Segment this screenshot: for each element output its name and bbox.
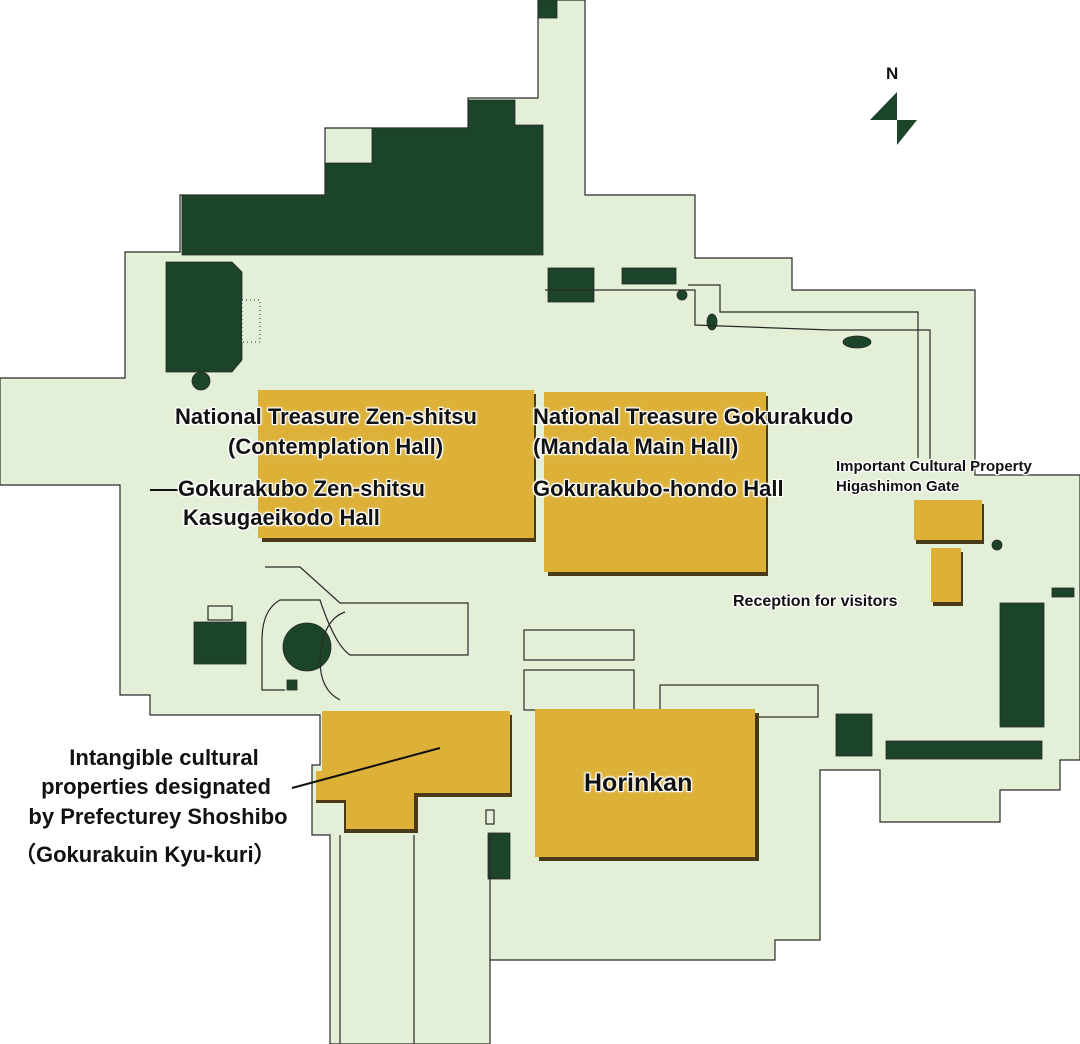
west-hall-stairs [241,299,261,343]
west-hall-block [165,261,243,373]
east-long-building [999,602,1045,728]
south-corridor [339,835,415,1044]
zenshitsu-alt-label-1: Gokurakubo Zen-shitsu [178,476,425,501]
central-annex-2 [523,669,635,711]
north-pond [706,313,718,331]
north-lantern [676,289,688,301]
shoshibo-label-4: （Gokurakuin Kyu-kuri） [14,842,276,867]
shoshibo-label-3: by Prefecturey Shoshibo [28,804,288,829]
gokurakudo-alt-label: Gokurakubo-hondo Hall [533,476,784,501]
central-small-post [286,679,298,691]
shoshibo-label-2: properties designated [41,774,271,799]
zenshitsu-label-2: (Contemplation Hall) [228,434,444,459]
east-pond [842,335,872,349]
inner-curved-path [319,611,346,701]
shoshibo-building [316,711,510,829]
reception-label: Reception for visitors [733,593,898,610]
south-post [485,809,495,825]
central-annex-1 [523,629,635,661]
southwest-shrine-roof [207,605,233,621]
south-gatehouse [487,832,511,880]
shoshibo-leader-line [291,747,441,789]
northeast-wall-inner [688,284,919,458]
gate-north-top [537,0,558,19]
southwest-shrine [193,621,247,665]
shoshibo-label-1: Intangible cultural [69,745,259,770]
higashimon-gate-building [914,500,982,540]
gokurakudo-building [544,392,766,572]
gokurakudo-label-2: (Mandala Main Hall) [533,434,739,459]
northeast-wall-outer [545,289,931,460]
higashimon-label-1: Important Cultural Property [836,458,1032,475]
zenshitsu-label-1: National Treasure Zen-shitsu [175,404,477,429]
east-small-shed [1051,587,1075,598]
gokurakudo-label-1: National Treasure Gokurakudo [533,404,854,429]
horinkan-building [535,709,755,857]
east-lantern [991,539,1003,551]
north-storehouse-2 [621,267,677,285]
north-storehouse-1 [547,267,595,303]
zenshitsu-alt-label-2: Kasugaeikodo Hall [183,505,380,530]
north-arrow-icon [870,92,917,145]
central-round-tree [282,622,332,672]
reception-building [931,548,961,602]
zenshitsu-building [258,390,534,538]
west-round-stone [191,371,211,391]
higashimon-label-2: Higashimon Gate [836,478,960,495]
southeast-hut [835,713,873,757]
horinkan-label: Horinkan [584,769,693,797]
curved-path [261,566,469,691]
southeast-wall-building [885,740,1043,760]
northern-stepped-building [181,99,544,256]
compass-north-label: N [886,64,899,83]
